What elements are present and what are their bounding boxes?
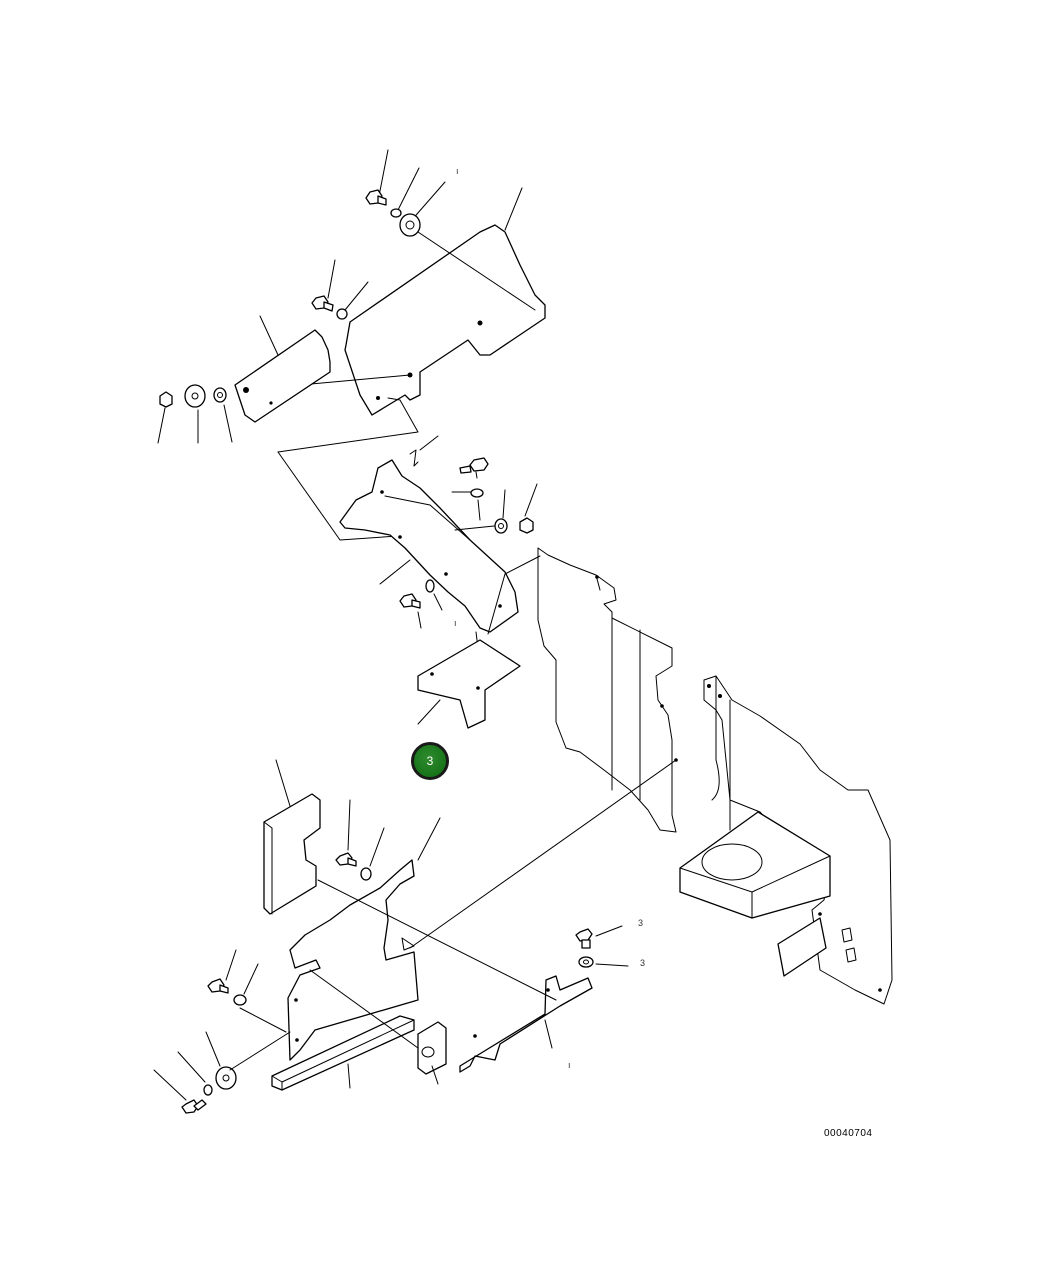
leader-lines-bottom: [153, 1007, 291, 1101]
left-bracket-plate: [234, 329, 331, 423]
lower-mount-plate: [287, 817, 441, 1061]
bottom-lock-washer-icon: [203, 1084, 213, 1096]
drawing-number: 00040704: [824, 1128, 873, 1139]
rail-bolt-icon: [575, 925, 623, 949]
bottom-left-bolt-icon: [207, 949, 237, 994]
top-lock-washer-icon: [390, 208, 402, 218]
large-side-panel: [537, 547, 678, 833]
lower-washer-icon: [360, 827, 385, 881]
bracket-washer-icon: [451, 488, 484, 498]
connector-lines: [309, 555, 677, 1049]
left-large-washer-icon: [184, 384, 206, 408]
rail-washer-icon: [578, 956, 629, 968]
small-block: [417, 1021, 447, 1085]
bracket-bolt-icon: [459, 457, 489, 479]
top-flat-washer-icon: [399, 213, 421, 237]
small-plate: [417, 639, 521, 729]
leader-lines-left: [157, 404, 233, 444]
bracket-side-washer-icon: [494, 518, 508, 534]
leader-lines-bracket: [379, 483, 538, 585]
right-enclosure: [703, 675, 893, 1005]
lower-pad-block: [263, 759, 321, 915]
top-tick-mark: ı: [456, 166, 459, 176]
left-nut-icon: [159, 391, 173, 408]
box-with-hole: [679, 811, 831, 919]
left-small-washer-icon: [213, 387, 227, 403]
bottom-flat-washer-icon: [215, 1066, 237, 1090]
upper-cover-plate: [344, 224, 546, 416]
long-bar: [271, 1015, 415, 1091]
washer-ref-mark: 3: [640, 958, 646, 968]
mid-washer-icon: [336, 308, 348, 320]
callout-marker-3[interactable]: 3: [411, 742, 449, 780]
top-bolt-icon: [365, 189, 387, 206]
callout-label: 3: [426, 754, 434, 768]
mid-bolt-icon: [311, 295, 334, 312]
bottom-bolt-icon: [181, 1099, 207, 1114]
small-clip-icon: [409, 435, 439, 467]
rail-bracket: [459, 975, 593, 1073]
lower-bracket-bolt-icon: [399, 593, 421, 609]
small-right-plate: [777, 917, 827, 977]
bracket-nut-icon: [519, 517, 534, 534]
right-tick-mark: ı: [568, 1060, 571, 1070]
angled-bracket: [277, 397, 519, 633]
bracket-tick-mark: ı: [454, 618, 457, 628]
lower-bolt-icon: [335, 799, 357, 867]
bolt-ref-mark: 3: [638, 918, 644, 928]
bottom-left-washer-icon: [233, 963, 259, 1006]
